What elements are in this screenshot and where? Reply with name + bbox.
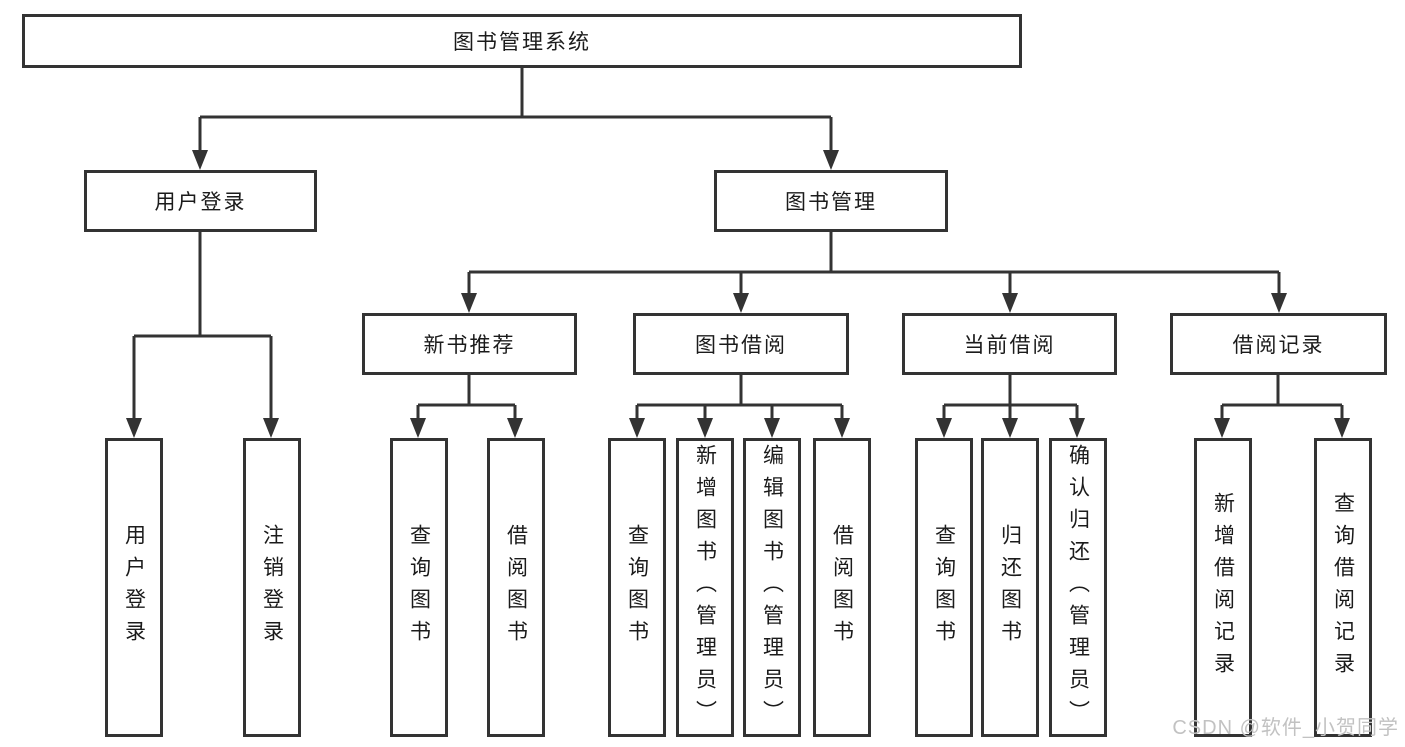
leaf-return-book-label: 归还图书 bbox=[998, 523, 1022, 652]
leaf-user-login-label: 用户登录 bbox=[122, 523, 146, 652]
node-borrow-records-label: 借阅记录 bbox=[1232, 334, 1325, 357]
leaf-logout: 注销登录 bbox=[243, 438, 301, 737]
leaf-return-book: 归还图书 bbox=[981, 438, 1039, 737]
node-book-borrow-label: 图书借阅 bbox=[695, 334, 787, 357]
connector-root bbox=[198, 68, 833, 156]
connector-borrow-records bbox=[1220, 375, 1344, 424]
leaf-user-login: 用户登录 bbox=[105, 438, 163, 737]
node-user-login: 用户登录 bbox=[84, 170, 317, 232]
node-book-management: 图书管理 bbox=[714, 170, 948, 232]
node-book-management-label: 图书管理 bbox=[785, 191, 877, 214]
leaf-recommend-query-books-label: 查询图书 bbox=[407, 523, 431, 652]
leaf-confirm-return-admin-label: 确认归还（管理员） bbox=[1066, 443, 1090, 732]
node-new-book-recommend-label: 新书推荐 bbox=[423, 334, 516, 357]
leaf-borrow-books-label: 借阅图书 bbox=[830, 523, 854, 652]
leaf-logout-label: 注销登录 bbox=[260, 523, 284, 652]
connector-new-book-recommend bbox=[416, 375, 517, 424]
csdn-watermark: CSDN @软件_小贺同学 bbox=[1172, 717, 1399, 739]
leaf-add-book-admin: 新增图书（管理员） bbox=[676, 438, 734, 737]
connector-book-borrow bbox=[635, 375, 844, 424]
node-current-borrow: 当前借阅 bbox=[902, 313, 1117, 375]
leaf-recommend-borrow-books-label: 借阅图书 bbox=[504, 523, 528, 652]
node-book-borrow: 图书借阅 bbox=[633, 313, 849, 375]
leaf-recommend-query-books: 查询图书 bbox=[390, 438, 448, 737]
leaf-add-borrow-record-label: 新增借阅记录 bbox=[1211, 491, 1235, 684]
leaf-edit-book-admin: 编辑图书（管理员） bbox=[743, 438, 801, 737]
leaf-current-query-books: 查询图书 bbox=[915, 438, 973, 737]
leaf-borrow-books: 借阅图书 bbox=[813, 438, 871, 737]
connector-current-borrow bbox=[942, 375, 1079, 424]
node-library-system-label: 图书管理系统 bbox=[453, 31, 591, 54]
leaf-query-borrow-record: 查询借阅记录 bbox=[1314, 438, 1372, 737]
leaf-confirm-return-admin: 确认归还（管理员） bbox=[1049, 438, 1107, 737]
leaf-recommend-borrow-books: 借阅图书 bbox=[487, 438, 545, 737]
node-borrow-records: 借阅记录 bbox=[1170, 313, 1387, 375]
node-user-login-label: 用户登录 bbox=[154, 191, 247, 214]
leaf-current-query-books-label: 查询图书 bbox=[932, 523, 956, 652]
leaf-query-borrow-record-label: 查询借阅记录 bbox=[1331, 491, 1355, 684]
node-library-system: 图书管理系统 bbox=[22, 14, 1022, 68]
leaf-borrow-query-books: 查询图书 bbox=[608, 438, 666, 737]
leaf-add-book-admin-label: 新增图书（管理员） bbox=[693, 443, 717, 732]
leaf-borrow-query-books-label: 查询图书 bbox=[625, 523, 649, 652]
leaf-edit-book-admin-label: 编辑图书（管理员） bbox=[760, 443, 784, 732]
node-current-borrow-label: 当前借阅 bbox=[963, 334, 1056, 357]
connector-user-login bbox=[132, 232, 273, 424]
leaf-add-borrow-record: 新增借阅记录 bbox=[1194, 438, 1252, 737]
connector-book-management bbox=[467, 232, 1281, 299]
node-new-book-recommend: 新书推荐 bbox=[362, 313, 577, 375]
